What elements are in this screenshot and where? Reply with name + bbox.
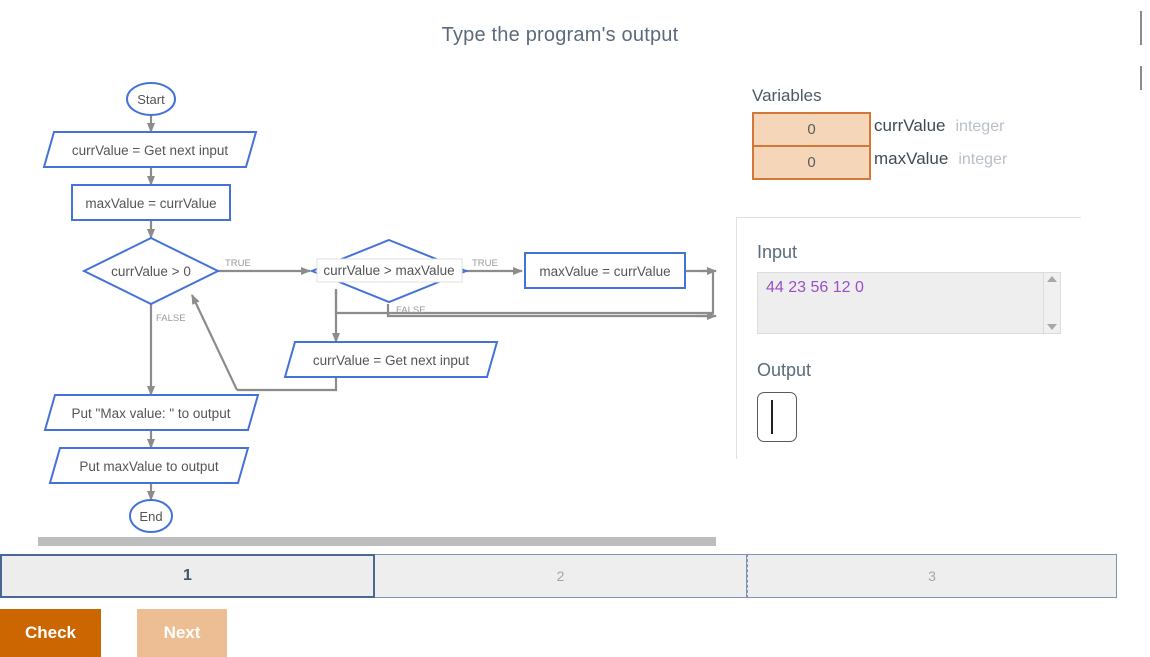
input-value: 44 23 56 12 0	[766, 279, 864, 296]
progress-tab-1[interactable]: 1	[0, 554, 375, 598]
progress-tab-2-label: 2	[556, 568, 565, 584]
input-scrollbar[interactable]	[1043, 273, 1060, 333]
text-caret	[771, 400, 773, 434]
node-decision2-label-box	[316, 258, 463, 283]
output-input[interactable]	[757, 392, 797, 442]
edge-label-decision1-true: TRUE	[225, 258, 251, 269]
variable-value-maxvalue[interactable]: 0	[754, 145, 869, 178]
node-assign1[interactable]	[71, 184, 231, 221]
next-button[interactable]: Next	[137, 609, 227, 657]
output-label: Output	[757, 360, 812, 380]
node-start[interactable]	[126, 82, 176, 116]
node-input1-label: currValue = Get next input	[72, 143, 228, 158]
variable-name-maxvalue: maxValue	[874, 149, 949, 168]
scroll-down-icon[interactable]	[1047, 324, 1057, 330]
node-assign2-label: maxValue = currValue	[539, 264, 670, 279]
variable-type-currvalue: integer	[955, 118, 1005, 135]
edge-label-decision2-true: TRUE	[472, 258, 498, 269]
conn-decision2-false	[386, 304, 713, 318]
node-output1-label: Put "Max value: " to output	[72, 406, 231, 421]
node-input1[interactable]	[42, 131, 258, 168]
edge-label-decision2-false: FALSE	[396, 305, 426, 316]
variable-type-maxvalue: integer	[958, 151, 1008, 168]
page-title: Type the program's output	[441, 24, 679, 46]
progress-tab-3-label: 3	[928, 568, 936, 584]
variable-value-currvalue[interactable]: 0	[754, 114, 869, 145]
node-input2-label: currValue = Get next input	[313, 353, 469, 368]
node-output2[interactable]	[48, 447, 250, 484]
variable-meta-maxvalue: maxValue integer	[874, 149, 1007, 169]
io-panel: Input 44 23 56 12 0 Output	[736, 217, 1081, 459]
conn-input2-loop	[237, 377, 338, 392]
scroll-up-icon[interactable]	[1047, 276, 1057, 282]
offscreen-widget-top[interactable]	[1140, 11, 1150, 45]
offscreen-widget-second[interactable]	[1140, 66, 1150, 90]
node-output1[interactable]	[43, 394, 260, 431]
progress-tabs: 1 2 3	[0, 554, 1117, 598]
check-button[interactable]: Check	[0, 609, 101, 657]
flowchart-canvas[interactable]: Start currValue = Get next input maxValu…	[0, 70, 730, 540]
node-output2-label: Put maxValue to output	[79, 459, 219, 474]
node-decision2-label: currValue > maxValue	[323, 263, 454, 278]
node-end[interactable]	[129, 499, 173, 533]
node-start-label: Start	[137, 92, 165, 107]
flowchart-horizontal-scrollbar[interactable]	[38, 537, 716, 546]
progress-tab-2[interactable]: 2	[375, 554, 747, 598]
node-assign1-label: maxValue = currValue	[85, 196, 216, 211]
input-textarea[interactable]: 44 23 56 12 0	[757, 272, 1061, 334]
variables-title: Variables	[752, 86, 822, 105]
node-decision1[interactable]	[81, 236, 221, 306]
edge-loop-back	[191, 294, 238, 391]
variables-panel: Variables 0 0 currValue integer maxValue i…	[752, 86, 1102, 180]
node-assign2[interactable]	[524, 252, 686, 289]
node-input2[interactable]	[283, 341, 499, 378]
variable-meta-currvalue: currValue integer	[874, 116, 1004, 136]
variables-table: 0 0	[752, 112, 871, 180]
node-end-label: End	[139, 509, 162, 524]
progress-tab-1-label: 1	[183, 567, 192, 584]
edge-label-decision1-false: FALSE	[156, 313, 186, 324]
variable-name-currvalue: currValue	[874, 116, 946, 135]
progress-tab-3[interactable]: 3	[747, 554, 1117, 598]
input-label: Input	[757, 242, 798, 262]
flow-arrows	[147, 112, 523, 501]
node-decision1-label: currValue > 0	[111, 264, 191, 279]
